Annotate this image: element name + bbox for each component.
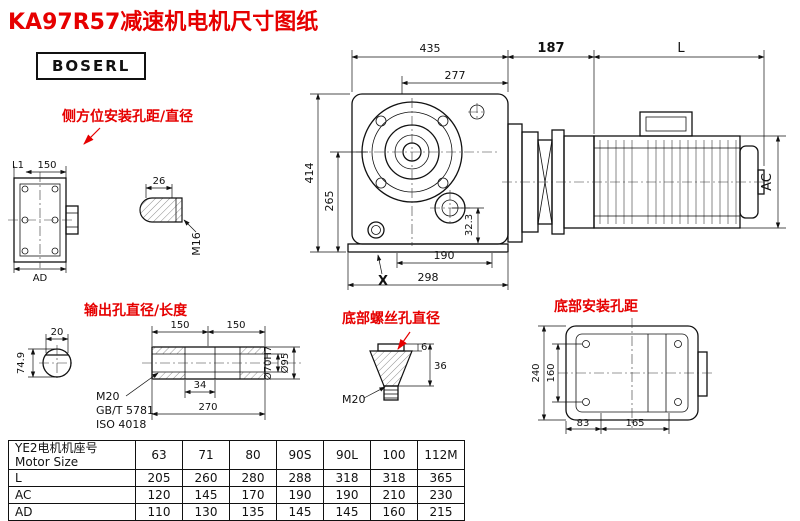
cell: 230 [417, 486, 465, 504]
dim-screw-step: 6 [421, 342, 427, 353]
cell: 215 [417, 503, 465, 521]
cell: 160 [370, 503, 418, 521]
cell: 190 [323, 486, 371, 504]
motor-size-table: YE2电机机座号 Motor Size 63 71 80 90S 90L 100… [8, 440, 465, 521]
annotation-arrows [83, 127, 411, 350]
dim-axis-height: 265 [323, 191, 336, 212]
dim-bot-span-b: 165 [625, 418, 644, 429]
cell: 280 [229, 469, 277, 487]
row-label: AC [8, 486, 136, 504]
dim-foot-span: 190 [434, 249, 455, 262]
brand-logo: BOSERL [36, 52, 147, 80]
label-screw-thread: M20 [342, 393, 366, 406]
table-size-col: 90S [276, 440, 324, 470]
cell: 210 [370, 486, 418, 504]
label-bottom-screw: 底部螺丝孔直径 [342, 311, 440, 327]
dimension-lines-bottom: 190 298 X [347, 249, 509, 290]
label-output-hole: 输出孔直径/长度 [84, 303, 188, 319]
cell: 135 [229, 503, 277, 521]
table-row-AC: AC 120 145 170 190 190 210 230 [8, 486, 465, 504]
dim-foot-offset: 32.3 [464, 214, 475, 236]
dim-motor-diameter: AC [760, 173, 775, 191]
cell: 170 [229, 486, 277, 504]
cell: 288 [276, 469, 324, 487]
dim-overall-height: 414 [303, 163, 316, 184]
row-label: AD [8, 503, 136, 521]
dim-overall-width: 435 [420, 42, 441, 55]
gearbox-front-view [347, 93, 509, 253]
cell: 120 [135, 486, 183, 504]
table-size-col: 80 [229, 440, 277, 470]
dim-out-step: 34 [194, 380, 207, 391]
cell: 205 [135, 469, 183, 487]
bottom-mount-view: 240 160 83 165 [531, 318, 712, 434]
motor-side-view [502, 111, 772, 243]
cell: 130 [182, 503, 230, 521]
dim-side-150: 150 [37, 160, 56, 171]
dim-motor-length: L [677, 41, 685, 56]
output-end-view: 20 74.9 [16, 327, 75, 381]
table-size-col: 90L [323, 440, 371, 470]
dim-base-width: 298 [418, 271, 439, 284]
dim-out-len-b: 150 [226, 320, 245, 331]
flange-side-view: L1 150 AD [8, 160, 79, 284]
table-size-col: 71 [182, 440, 230, 470]
label-out-thread: M20 [96, 390, 120, 403]
dim-bot-height: 240 [531, 363, 542, 382]
page-title: KA97R57减速机电机尺寸图纸 [8, 10, 319, 35]
cell: 318 [370, 469, 418, 487]
label-side-mount: 侧方位安装孔距/直径 [62, 109, 194, 125]
side-shaft-detail: 26 M16 [139, 176, 203, 256]
dim-shaft-dia: 26 [153, 176, 166, 187]
dim-out-height: 74.9 [16, 352, 27, 374]
label-shaft-thread: M16 [190, 232, 203, 256]
table-row-L: L 205 260 280 288 318 318 365 [8, 469, 465, 487]
row-label: L [8, 469, 136, 487]
cell: 318 [323, 469, 371, 487]
cell: 145 [323, 503, 371, 521]
dim-bot-span-v: 160 [546, 363, 557, 382]
dim-out-total: 270 [198, 402, 217, 413]
table-header-row: YE2电机机座号 Motor Size 63 71 80 90S 90L 100… [8, 440, 465, 470]
dim-side-ad: AD [33, 273, 48, 284]
x-mark: X [378, 274, 388, 289]
table-size-col: 100 [370, 440, 418, 470]
label-out-std-iso: ISO 4018 [96, 418, 146, 431]
cell: 190 [276, 486, 324, 504]
cell: 110 [135, 503, 183, 521]
dim-flange-width: 277 [445, 69, 466, 82]
dim-out-len-a: 150 [170, 320, 189, 331]
cell: 145 [276, 503, 324, 521]
dimension-lines-sides: 414 265 AC 32.3 [303, 93, 786, 253]
output-shaft-detail: 150 150 M20 GB/T 5781 ISO 4018 34 270 Ø7… [96, 320, 302, 431]
table-header-cn: YE2电机机座号 [15, 441, 98, 455]
dim-out-od: Ø95 [279, 353, 291, 374]
bottom-screw-detail: 6 36 M20 [342, 342, 447, 406]
dim-bot-span-a: 83 [577, 418, 590, 429]
table-header-en: Motor Size [15, 455, 79, 469]
dim-adapter-length: 187 [537, 41, 564, 56]
label-out-std-gb: GB/T 5781 [96, 404, 154, 417]
dim-key-width: 20 [51, 327, 64, 338]
cell: 260 [182, 469, 230, 487]
table-size-col: 112M [417, 440, 465, 470]
table-size-col: 63 [135, 440, 183, 470]
table-header-motor-size: YE2电机机座号 Motor Size [8, 440, 136, 470]
dim-out-bore: Ø70H7 [262, 346, 274, 380]
cell: 365 [417, 469, 465, 487]
cell: 145 [182, 486, 230, 504]
dim-side-l1: L1 [12, 160, 24, 171]
label-bottom-mount: 底部安装孔距 [554, 299, 638, 315]
dimension-lines-top: 435 187 L 277 [351, 41, 765, 166]
table-row-AD: AD 110 130 135 145 145 160 215 [8, 503, 465, 521]
dim-screw-len: 36 [434, 361, 447, 372]
